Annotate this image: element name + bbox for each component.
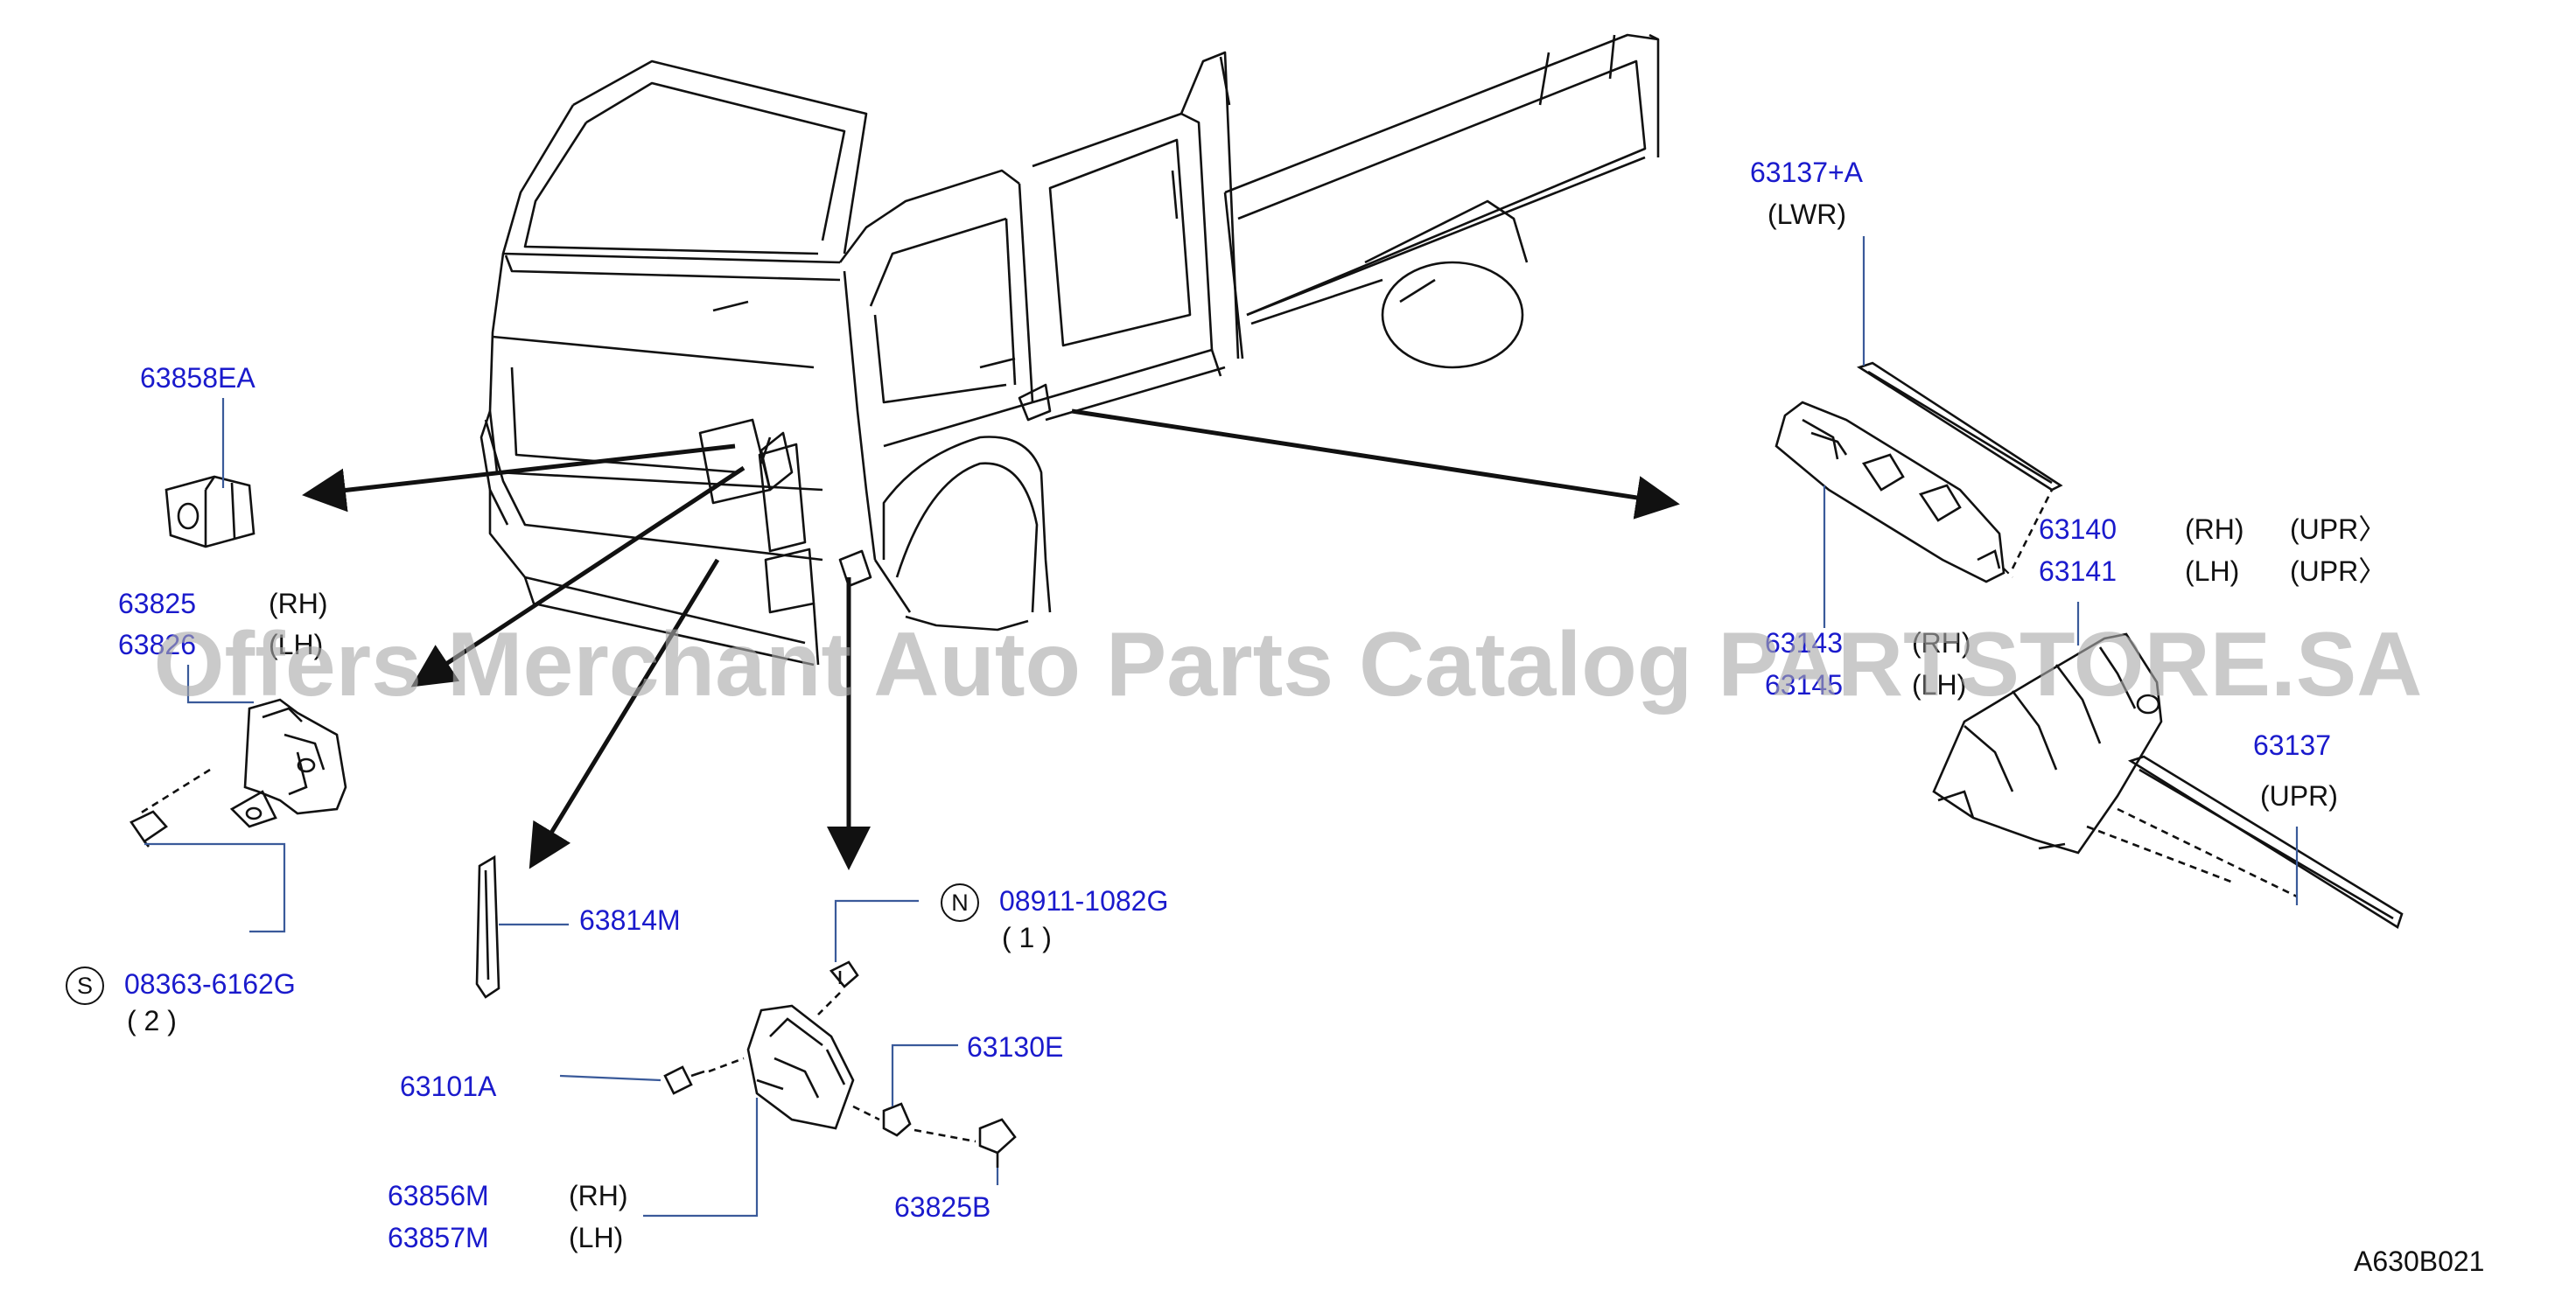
qualifier-63145-lh: (LH) bbox=[1912, 669, 1967, 701]
qualifier-63856M-rh: (RH) bbox=[569, 1180, 628, 1211]
label-08911-1082G[interactable]: 08911-1082G bbox=[999, 885, 1169, 917]
label-63814M[interactable]: 63814M bbox=[579, 904, 681, 936]
part-grommet-drawing bbox=[164, 475, 256, 548]
part-63140-drawing bbox=[1932, 632, 2298, 898]
qualifier-63137A-lwr: (LWR) bbox=[1768, 199, 1847, 230]
label-08363-6162G[interactable]: 08363-6162G bbox=[124, 968, 296, 1000]
qualifier-63141-lh: (LH) bbox=[2185, 555, 2240, 587]
label-63143[interactable]: 63143 bbox=[1765, 627, 1843, 659]
pointer-arrows bbox=[302, 408, 1680, 870]
label-63858EA[interactable]: 63858EA bbox=[140, 362, 256, 394]
part-63137-drawing bbox=[2127, 755, 2404, 929]
label-63145[interactable]: 63145 bbox=[1765, 669, 1843, 701]
qualifier-63141-upr: (UPR〉 bbox=[2290, 555, 2387, 587]
label-63141[interactable]: 63141 bbox=[2039, 555, 2117, 587]
part-63143-drawing bbox=[1774, 401, 2054, 583]
qualifier-63140-rh: (RH) bbox=[2185, 513, 2244, 545]
label-63825[interactable]: 63825 bbox=[118, 588, 196, 619]
label-63137[interactable]: 63137 bbox=[2253, 729, 2331, 761]
qualifier-63826-lh: (LH) bbox=[269, 629, 324, 660]
part-bracket-63825-drawing bbox=[130, 698, 347, 848]
symbol-s-circle: S bbox=[66, 967, 104, 1005]
label-63826[interactable]: 63826 bbox=[118, 629, 196, 660]
part-63137A-drawing bbox=[1856, 361, 2063, 492]
part-bracket-63856M-drawing bbox=[663, 960, 1017, 1168]
diagram-code: A630B021 bbox=[2354, 1246, 2485, 1277]
part-63814M-drawing bbox=[475, 855, 500, 999]
label-63857M[interactable]: 63857M bbox=[388, 1222, 489, 1253]
qualifier-63143-rh: (RH) bbox=[1912, 627, 1971, 659]
label-63825B[interactable]: 63825B bbox=[894, 1191, 991, 1223]
label-63140[interactable]: 63140 bbox=[2039, 513, 2117, 545]
qualifier-63857M-lh: (LH) bbox=[569, 1222, 624, 1253]
label-63130E[interactable]: 63130E bbox=[967, 1031, 1064, 1063]
qualifier-63825-rh: (RH) bbox=[269, 588, 328, 619]
dashed-projections bbox=[2003, 568, 2013, 578]
label-63101A[interactable]: 63101A bbox=[400, 1071, 497, 1102]
label-63137A[interactable]: 63137+A bbox=[1750, 157, 1864, 188]
label-63856M[interactable]: 63856M bbox=[388, 1180, 489, 1211]
qty-08911: ( 1 ) bbox=[1002, 922, 1052, 953]
qualifier-63140-upr: (UPR〉 bbox=[2290, 513, 2387, 545]
qualifier-63137-upr: (UPR) bbox=[2260, 780, 2338, 812]
leader-lines bbox=[144, 236, 2299, 1218]
truck-illustration bbox=[480, 33, 1660, 666]
qty-08363: ( 2 ) bbox=[127, 1005, 177, 1036]
symbol-n-circle: N bbox=[941, 883, 979, 922]
